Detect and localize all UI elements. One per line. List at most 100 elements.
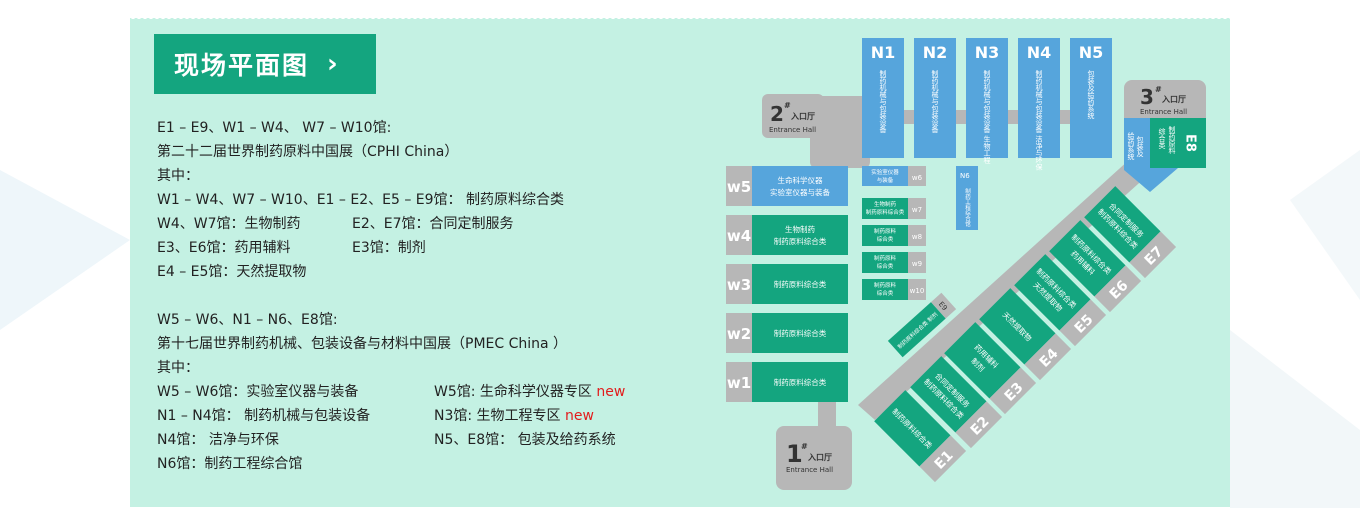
hall-label: 制药原料综合类 xyxy=(866,208,905,216)
hall-w3[interactable]: w3 制药原料综合类 xyxy=(726,264,848,304)
chevron-right-icon: › xyxy=(327,49,340,79)
hall-id-label: w2 xyxy=(727,325,751,343)
entrance-2-cn: 入口厅 xyxy=(790,112,815,121)
legend-cphi-halls: E1 – E9、W1 – W4、 W7 – W10馆: xyxy=(157,120,392,136)
hall-label: 生命科学仪器 xyxy=(778,175,823,185)
entrance-hall-2 xyxy=(762,94,824,138)
legend-pmec-machinery: N1 – N4馆： 制药机械与包装设备 xyxy=(157,408,371,424)
floor-plan-title: 现场平面图 xyxy=(174,51,310,80)
entrance-3-number: 3 xyxy=(1140,85,1154,109)
hall-label: 制药原料综合类 xyxy=(774,377,827,387)
entrance-3-en: Entrance Hall xyxy=(1140,108,1187,116)
hall-label: 包装及给药系统 xyxy=(1087,69,1095,120)
legend-cphi-contract: E2、E7馆：合同定制服务 xyxy=(352,216,514,232)
hall-e8[interactable]: 包装及 给药系统 制药原料 综合类 E8 xyxy=(1124,118,1206,192)
hall-n6[interactable] xyxy=(956,166,978,230)
hall-n6-label: 制药工程综合馆 xyxy=(964,187,971,228)
hall-label: 制药原料综合类 xyxy=(774,328,827,338)
hall-e8-label-b: 给药系统 xyxy=(1127,131,1135,161)
legend-cphi-natural: E4 – E5馆：天然提取物 xyxy=(157,264,307,280)
hall-n6-id: N6 xyxy=(960,172,970,180)
hall-n4[interactable]: N4 制药机械与包装设备 洁净与环保 xyxy=(1018,38,1060,171)
corridor-diagonal xyxy=(858,150,1158,420)
floor-plan-title-button[interactable]: 现场平面图 › xyxy=(154,34,376,94)
hall-n1[interactable]: N1 制药机械与包装设备 xyxy=(862,38,904,158)
hall-id-label: w5 xyxy=(727,178,751,196)
legend-cphi-excipients: E3、E6馆：药用辅料 xyxy=(157,240,291,256)
legend-pmec-sub: 其中： xyxy=(157,360,199,376)
legend-pmec-engineering: N6馆：制药工程综合馆 xyxy=(157,456,303,472)
hall-label: 制药原料综合类 xyxy=(774,279,827,289)
hall-n3[interactable]: N3 制药机械与包装设备 生物工程 xyxy=(966,38,1008,164)
hall-id-label: w6 xyxy=(912,174,923,182)
legend-pmec-halls: W5 – W6、N1 – N6、E8馆: xyxy=(157,312,338,328)
hall-label: 综合类 xyxy=(877,289,894,297)
hall-label: 生物制药 xyxy=(874,200,897,208)
hall-e8-label-d: 综合类 xyxy=(1158,127,1166,150)
hall-w10[interactable]: 制药原料综合类 w10 xyxy=(862,279,926,300)
legend-cphi-bio: W4、W7馆：生物制药 xyxy=(157,216,301,232)
hall-w9[interactable]: 制药原料综合类 w9 xyxy=(862,252,926,273)
entrance-1-number: 1 xyxy=(786,440,803,468)
hall-w1[interactable]: w1 制药原料综合类 xyxy=(726,362,848,402)
entrance-1-cn: 入口厅 xyxy=(807,453,832,462)
hall-id-label: N1 xyxy=(871,43,896,62)
hall-id-label: w7 xyxy=(912,206,922,214)
hall-label: 综合类 xyxy=(877,262,894,270)
new-badge: new xyxy=(596,384,626,400)
legend-pmec-lab: W5 – W6馆：实验室仪器与装备 xyxy=(157,384,359,400)
hall-id-label: w3 xyxy=(727,276,751,294)
hall-label: 实验室仪器 xyxy=(871,168,899,176)
hall-label: 制药原料 xyxy=(874,281,897,289)
hall-id-label: N3 xyxy=(975,43,1000,62)
hall-label: 制药原料综合类 xyxy=(774,236,827,246)
svg-text:#: # xyxy=(784,101,791,110)
entrance-1-en: Entrance Hall xyxy=(786,466,833,474)
legend-pmec-packaging: N5、E8馆： 包装及给药系统 xyxy=(434,432,616,448)
hall-label: 制药原料 xyxy=(874,227,897,235)
hall-label: 制药原料 xyxy=(874,254,897,262)
hall-e8-label-a: 包装及 xyxy=(1136,135,1144,158)
legend-pmec-clean: N4馆： 洁净与环保 xyxy=(157,432,279,448)
hall-id-label: w4 xyxy=(727,227,751,245)
new-badge: new xyxy=(565,408,594,424)
legend-pmec-n3: N3馆: 生物工程专区 new xyxy=(434,408,594,424)
legend-cphi-title: 第二十二届世界制药原料中国展（CPHI China） xyxy=(157,144,459,160)
hall-id-label: N5 xyxy=(1079,43,1104,62)
hall-e8-label-c: 制药原料 xyxy=(1168,125,1176,155)
hall-e8-id: E8 xyxy=(1183,134,1198,152)
hall-label: 制药机械与包装设备 xyxy=(879,69,887,134)
hall-label: 与装备 xyxy=(877,176,894,184)
hall-id-label: N4 xyxy=(1027,43,1052,62)
hall-w6[interactable]: 实验室仪器与装备 w6 xyxy=(862,166,926,186)
hall-n2[interactable]: N2 制药机械与包装设备 xyxy=(914,38,956,158)
legend-cphi-raw: W1 – W4、W7 – W10、E1 – E2、E5 – E9馆： 制药原料综… xyxy=(157,192,564,208)
hall-id-label: w9 xyxy=(912,260,922,268)
hall-label: 生物制药 xyxy=(785,224,815,234)
entrance-3-cn: 入口厅 xyxy=(1161,95,1186,104)
hall-label: 综合类 xyxy=(877,235,894,243)
hall-id-label: N2 xyxy=(923,43,948,62)
entrance-hall-1 xyxy=(776,426,852,490)
hall-label: 制药机械与包装设备 生物工程 xyxy=(983,69,991,164)
hall-id-label: w1 xyxy=(727,374,751,392)
hall-label: 制药机械与包装设备 洁净与环保 xyxy=(1035,69,1043,171)
hall-e9-id: E9 xyxy=(937,300,949,312)
entrance-2-en: Entrance Hall xyxy=(769,126,816,134)
hall-n5[interactable]: N5 包装及给药系统 xyxy=(1070,38,1112,158)
hall-label: 制药机械与包装设备 xyxy=(931,69,939,134)
hall-id-label: w10 xyxy=(910,287,925,295)
hall-label: 实验室仪器与装备 xyxy=(770,187,830,197)
legend-cphi-formulation: E3馆：制剂 xyxy=(352,240,426,256)
legend-pmec-w5: W5馆: 生命科学仪器专区 new xyxy=(434,384,626,400)
hall-w2[interactable]: w2 制药原料综合类 xyxy=(726,313,848,353)
